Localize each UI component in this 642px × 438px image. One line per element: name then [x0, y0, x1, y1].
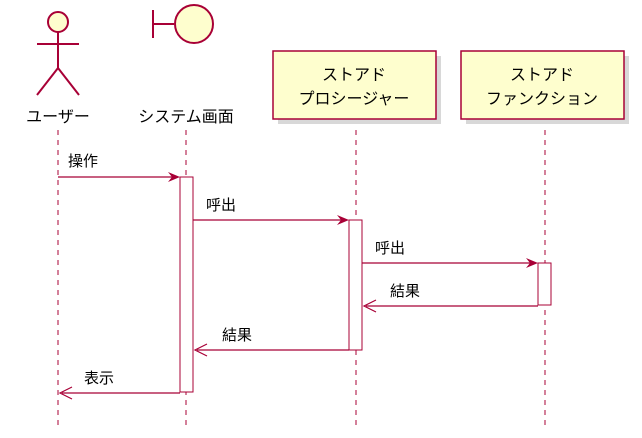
participant-function-line2: ファンクション [486, 89, 598, 108]
participant-user-label: ユーザー [26, 107, 90, 126]
activation-procedure [348, 219, 363, 351]
message-6-arrowhead [58, 386, 73, 400]
message-3-arrowhead [526, 258, 538, 268]
message-4-arrowhead [362, 299, 377, 313]
message-3-label: 呼出 [375, 239, 405, 257]
message-1-label: 操作 [68, 152, 98, 170]
participant-procedure-box [272, 50, 437, 120]
activation-screen [179, 176, 194, 393]
message-4-label: 結果 [390, 282, 420, 300]
message-5-label: 結果 [222, 326, 252, 344]
actor-right-leg [57, 67, 80, 96]
participant-procedure-line2: プロシージャー [299, 89, 410, 108]
activation-function [537, 262, 552, 306]
participant-function-line1: ストアド [510, 65, 574, 84]
message-6-label: 表示 [84, 369, 114, 387]
actor-left-leg [36, 67, 59, 96]
actor-user-figure [36, 11, 80, 96]
participant-function-box [460, 50, 625, 120]
boundary-screen-icon [152, 4, 214, 44]
participant-screen-label: システム画面 [138, 107, 234, 126]
participant-procedure-line1: ストアド [322, 65, 386, 84]
message-2-arrowhead [337, 215, 349, 225]
actor-head [47, 11, 69, 33]
boundary-circle [174, 4, 214, 44]
message-1-arrowhead [168, 172, 180, 182]
message-2-label: 呼出 [206, 196, 236, 214]
message-5-arrowhead [193, 343, 208, 357]
